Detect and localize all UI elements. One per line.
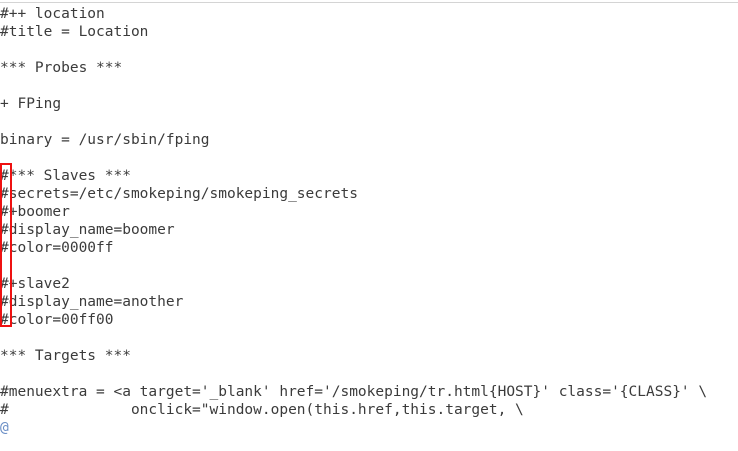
code-line[interactable]: # onclick="window.open(this.href,this.ta… xyxy=(0,402,524,418)
code-line[interactable]: #display_name=boomer xyxy=(0,222,175,238)
top-divider-rule xyxy=(0,2,738,3)
code-line[interactable]: binary = /usr/sbin/fping xyxy=(0,132,210,148)
code-line[interactable] xyxy=(0,77,738,95)
code-line[interactable] xyxy=(0,365,738,383)
code-line[interactable]: #display_name=another xyxy=(0,294,184,310)
code-line[interactable]: #color=00ff00 xyxy=(0,312,114,328)
code-line[interactable]: #+boomer xyxy=(0,204,70,220)
code-line[interactable] xyxy=(0,41,738,59)
code-line[interactable] xyxy=(0,149,738,167)
code-line[interactable]: + FPing xyxy=(0,96,62,112)
code-line[interactable]: #*** Slaves *** xyxy=(0,168,131,184)
code-line[interactable]: #title = Location xyxy=(0,24,149,40)
code-line[interactable]: #menuextra = <a target='_blank' href='/s… xyxy=(0,384,708,400)
code-lines-container[interactable]: #++ location #title = Location *** Probes … xyxy=(0,5,738,437)
code-line[interactable]: *** Probes *** xyxy=(0,60,123,76)
code-line[interactable]: #+slave2 xyxy=(0,276,70,292)
code-line[interactable]: @ xyxy=(0,420,9,436)
code-line[interactable]: #secrets=/etc/smokeping/smokeping_secret… xyxy=(0,186,358,202)
code-line[interactable] xyxy=(0,257,738,275)
code-line[interactable] xyxy=(0,329,738,347)
code-line[interactable]: *** Targets *** xyxy=(0,348,131,364)
code-line[interactable]: #++ location xyxy=(0,6,105,22)
code-line[interactable] xyxy=(0,113,738,131)
code-line[interactable]: #color=0000ff xyxy=(0,240,114,256)
